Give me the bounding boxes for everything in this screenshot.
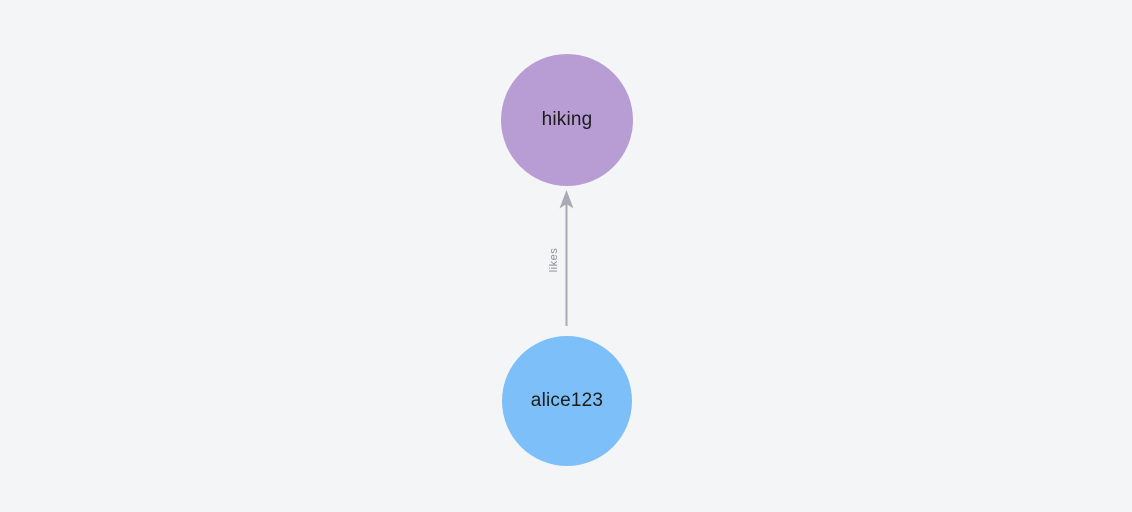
node-hiking[interactable]: hiking — [501, 54, 633, 186]
node-label: hiking — [541, 109, 593, 130]
edge-arrowhead — [559, 190, 574, 209]
edge-label: likes — [548, 247, 560, 273]
node-label: alice123 — [530, 390, 604, 411]
node-alice123[interactable]: alice123 — [502, 336, 632, 466]
